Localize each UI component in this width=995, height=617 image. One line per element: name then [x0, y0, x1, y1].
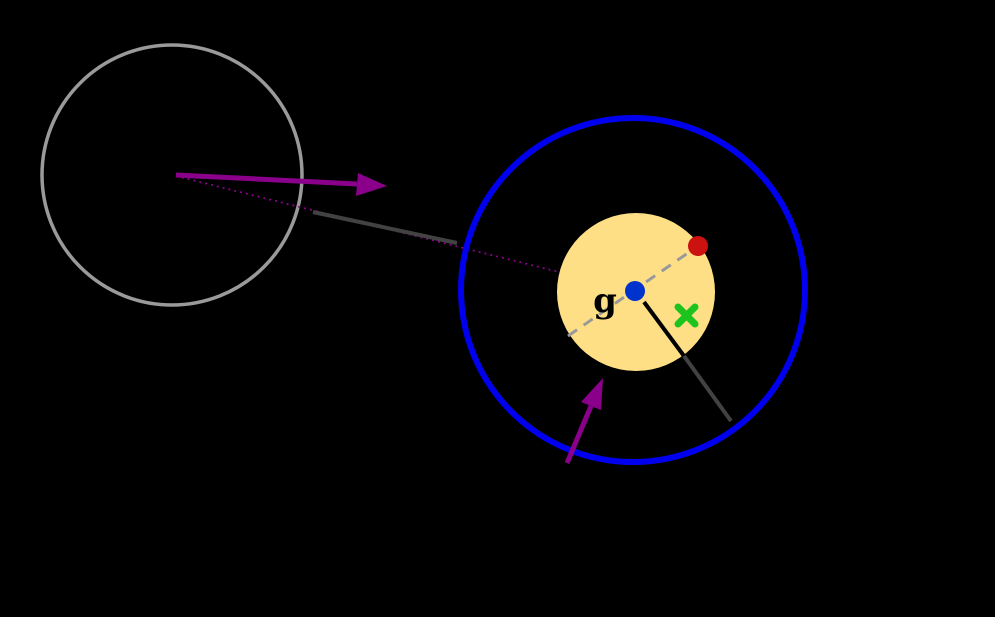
thrust-arrow-shaft	[564, 405, 594, 464]
trajectory-segment	[312, 210, 458, 245]
target-cross-icon	[674, 303, 699, 328]
target-cross-stroke-2	[674, 303, 699, 328]
descent-line-on-disk	[642, 300, 686, 358]
dotted-sightline	[175, 175, 636, 292]
velocity-arrow-head	[356, 173, 387, 196]
reference-circle	[40, 43, 304, 307]
surface-point-dot	[688, 236, 708, 256]
orbit-circle	[458, 115, 808, 465]
gravity-center-dot	[625, 281, 645, 301]
velocity-arrow-shaft	[175, 172, 358, 187]
descent-line-outside	[682, 354, 733, 423]
gravity-label: g	[593, 281, 617, 321]
thrust-arrow-head	[581, 378, 603, 410]
